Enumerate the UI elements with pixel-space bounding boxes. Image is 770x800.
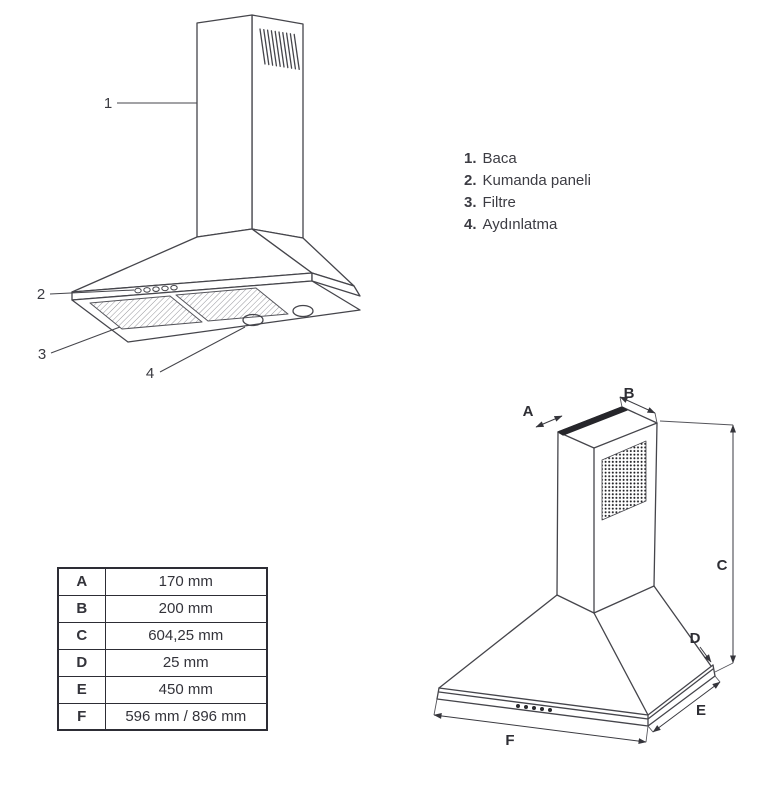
dim-line-D xyxy=(699,646,712,663)
dim-value: 604,25 mm xyxy=(104,621,268,650)
callout-line-filter xyxy=(50,326,121,354)
lamps-icon xyxy=(242,304,314,327)
dim-key: C xyxy=(57,621,106,650)
dim-key: D xyxy=(57,648,106,677)
table-row: E 450 mm xyxy=(57,675,268,704)
dim-label-D: D xyxy=(690,630,701,647)
callout-line-lighting xyxy=(159,326,246,373)
legend-label: Kumanda paneli xyxy=(482,172,591,189)
legend-label: Baca xyxy=(482,150,517,167)
callout-label-filter: 3 xyxy=(38,346,46,363)
dimension-lines xyxy=(433,396,736,745)
legend-number: 3. xyxy=(464,194,477,211)
dim-label-B: B xyxy=(624,385,635,402)
dimensions-table: A 170 mm B 200 mm C 604,25 mm D 25 mm E … xyxy=(57,567,268,731)
iso-vent-grille-icon xyxy=(601,440,647,521)
dim-key: F xyxy=(57,702,106,731)
dim-value: 25 mm xyxy=(104,648,268,677)
callout-label-chimney: 1 xyxy=(104,95,112,112)
iso-canopy-icon xyxy=(438,585,712,716)
dim-value: 200 mm xyxy=(104,594,268,623)
dim-value: 450 mm xyxy=(104,675,268,704)
callout-label-lighting: 4 xyxy=(146,365,154,382)
dim-line-B xyxy=(619,396,656,414)
dim-line-F xyxy=(433,712,647,745)
legend-item-filtre: 3. Filtre xyxy=(464,192,591,214)
dim-value: 170 mm xyxy=(104,567,268,596)
iso-control-buttons-icon xyxy=(516,704,552,712)
hood-parts-drawing-icon: 1 2 3 4 xyxy=(37,14,361,382)
dim-label-F: F xyxy=(505,732,514,749)
table-row: C 604,25 mm xyxy=(57,621,268,650)
dim-key: B xyxy=(57,594,106,623)
parts-legend: 1. Baca 2. Kumanda paneli 3. Filtre 4. A… xyxy=(464,148,591,236)
dim-label-C: C xyxy=(717,557,728,574)
legend-item-baca: 1. Baca xyxy=(464,148,591,170)
legend-label: Aydınlatma xyxy=(482,216,558,233)
table-row: B 200 mm xyxy=(57,594,268,623)
table-row: F 596 mm / 896 mm xyxy=(57,702,268,731)
chimney-duct-icon xyxy=(196,14,304,239)
parts-callouts: 1 2 3 4 xyxy=(37,95,246,382)
grease-filters-icon xyxy=(89,287,289,330)
dim-key: A xyxy=(57,567,106,596)
legend-number: 2. xyxy=(464,172,477,189)
dim-line-A xyxy=(535,415,563,428)
dim-label-E: E xyxy=(696,702,706,719)
dim-label-A: A xyxy=(523,403,534,420)
legend-number: 4. xyxy=(464,216,477,233)
legend-item-kumanda-paneli: 2. Kumanda paneli xyxy=(464,170,591,192)
callout-label-control-panel: 2 xyxy=(37,286,45,303)
table-row: A 170 mm xyxy=(57,567,268,596)
vent-grille-icon xyxy=(259,28,300,71)
dimension-labels: A B C D E F xyxy=(505,385,727,749)
legend-item-aydinlatma: 4. Aydınlatma xyxy=(464,214,591,236)
dim-key: E xyxy=(57,675,106,704)
legend-number: 1. xyxy=(464,150,477,167)
control-buttons-icon xyxy=(134,284,178,294)
dim-value: 596 mm / 896 mm xyxy=(104,702,268,731)
callout-line-control-panel xyxy=(49,289,135,295)
dim-line-E xyxy=(652,681,721,733)
iso-chimney-icon xyxy=(556,406,658,614)
table-row: D 25 mm xyxy=(57,648,268,677)
legend-label: Filtre xyxy=(482,194,516,211)
hood-dimension-drawing-icon: A B C D E F xyxy=(433,385,736,749)
